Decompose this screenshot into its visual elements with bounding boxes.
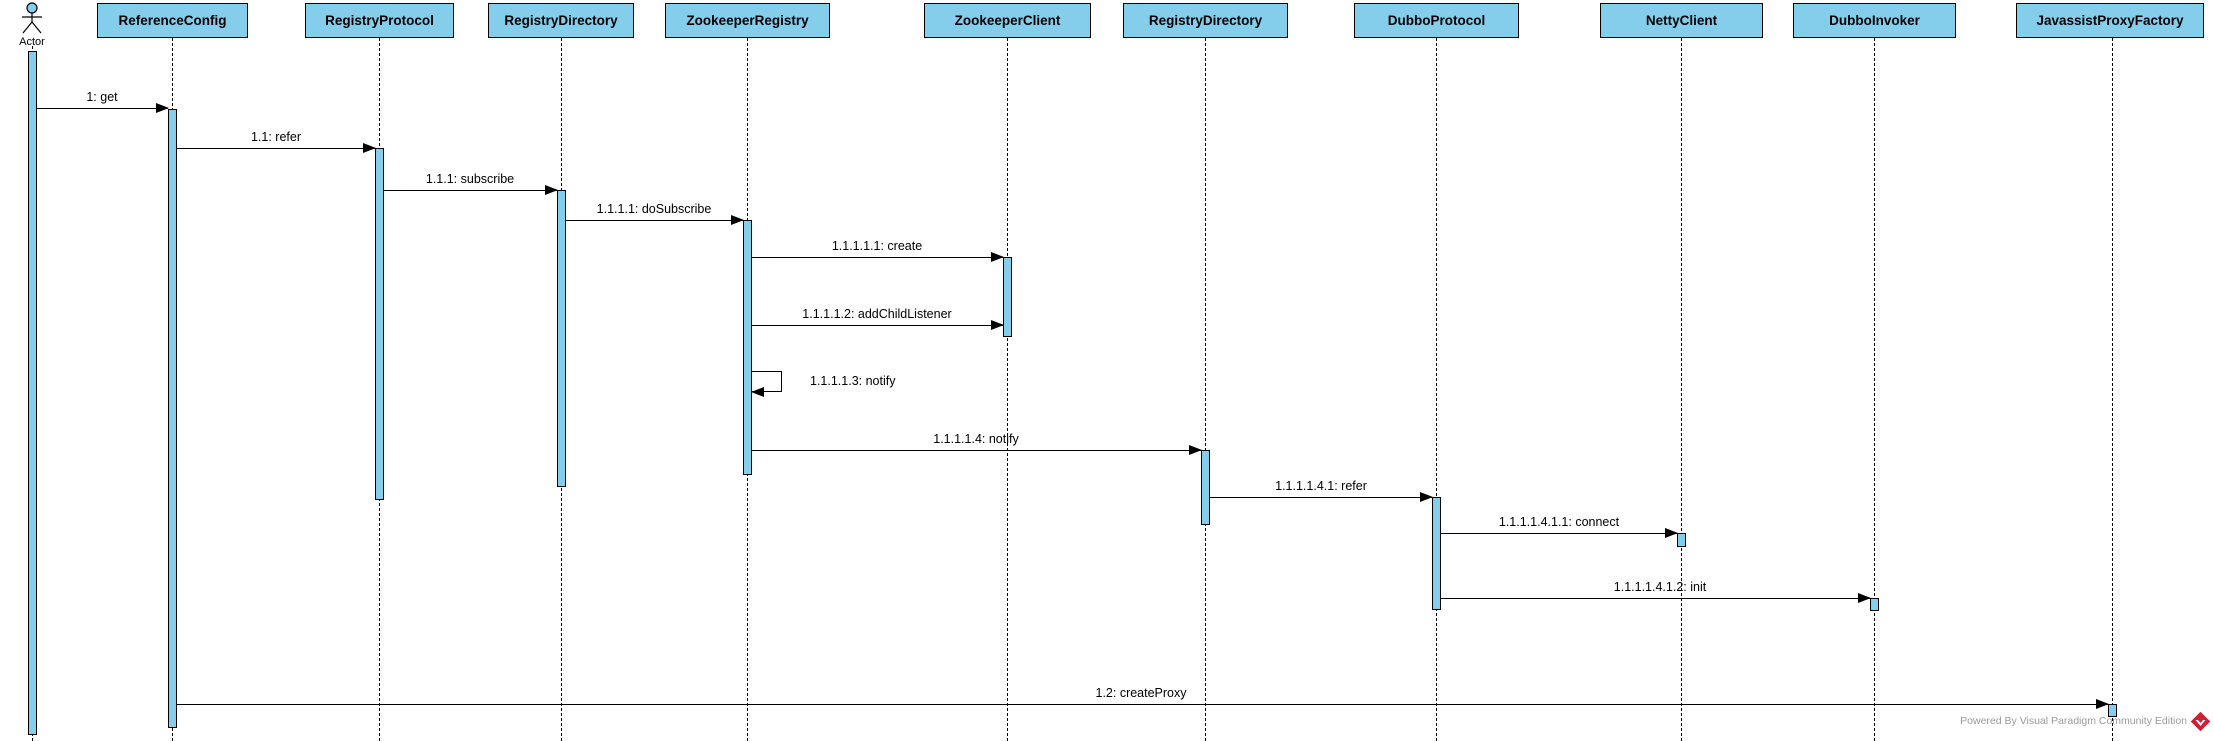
participant-registryprotocol[interactable]: RegistryProtocol: [305, 3, 454, 38]
activation-referenceconfig[interactable]: [167, 109, 177, 728]
message-label-refer-2[interactable]: 1.1.1.1.4.1: refer: [1275, 479, 1367, 493]
message-line-addchildlistener[interactable]: [752, 320, 1004, 330]
participant-label: ZookeeperRegistry: [686, 13, 809, 28]
message-line-notify[interactable]: [752, 445, 1202, 455]
activation-registryprotocol[interactable]: [374, 148, 384, 500]
visual-paradigm-logo-icon[interactable]: [2190, 711, 2211, 732]
participant-label: RegistryDirectory: [1148, 13, 1263, 28]
message-label-init[interactable]: 1.1.1.1.4.1.2: init: [1613, 580, 1707, 594]
activation-dubboinvoker[interactable]: [1869, 598, 1879, 611]
activation-registrydirectory-2[interactable]: [1200, 450, 1210, 525]
message-line-get[interactable]: [37, 103, 169, 113]
participant-label: DubboInvoker: [1829, 13, 1920, 28]
activation-zookeeperregistry[interactable]: [742, 220, 752, 475]
message-label-notify[interactable]: 1.1.1.1.4: notify: [933, 432, 1019, 446]
lifeline-javassistproxyfactory[interactable]: [2112, 38, 2113, 741]
participant-label: ZookeeperClient: [954, 13, 1061, 28]
message-label-subscribe[interactable]: 1.1.1: subscribe: [425, 172, 515, 186]
participant-label: NettyClient: [1645, 13, 1718, 28]
participant-label: JavassistProxyFactory: [2036, 13, 2184, 28]
message-label-createproxy[interactable]: 1.2: createProxy: [1095, 686, 1187, 700]
participant-label: DubboProtocol: [1387, 13, 1486, 28]
lifeline-nettyclient[interactable]: [1681, 38, 1682, 741]
activation-actor[interactable]: [27, 51, 37, 735]
watermark-text: Powered By Visual Paradigm Community Edi…: [1960, 715, 2187, 727]
participant-referenceconfig[interactable]: ReferenceConfig: [97, 3, 248, 38]
participant-dubboprotocol[interactable]: DubboProtocol: [1354, 3, 1519, 38]
message-label-dosubscribe[interactable]: 1.1.1.1: doSubscribe: [596, 202, 712, 216]
lifeline-dubboprotocol[interactable]: [1436, 38, 1437, 741]
activation-javassistproxyfactory[interactable]: [2107, 704, 2117, 717]
message-line-notify-self[interactable]: [751, 371, 782, 397]
lifeline-registrydirectory-2[interactable]: [1205, 38, 1206, 741]
participant-zookeeperclient[interactable]: ZookeeperClient: [924, 3, 1091, 38]
message-label-create[interactable]: 1.1.1.1.1: create: [831, 239, 923, 253]
message-line-dosubscribe[interactable]: [566, 215, 744, 225]
message-line-create[interactable]: [752, 252, 1004, 262]
lifeline-zookeeperclient[interactable]: [1007, 38, 1008, 741]
message-label-get[interactable]: 1: get: [86, 90, 118, 104]
activation-dubboprotocol[interactable]: [1431, 497, 1441, 610]
message-label-notify-self[interactable]: 1.1.1.1.3: notify: [810, 374, 896, 388]
activation-zookeeperclient[interactable]: [1002, 257, 1012, 337]
message-line-connect[interactable]: [1441, 528, 1678, 538]
activation-registrydirectory[interactable]: [556, 190, 566, 487]
participant-javassistproxyfactory[interactable]: JavassistProxyFactory: [2016, 3, 2204, 38]
actor-name-label: Actor: [19, 36, 45, 48]
participant-label: RegistryProtocol: [325, 13, 434, 28]
activation-nettyclient[interactable]: [1676, 533, 1686, 547]
actor-figure[interactable]: [18, 1, 46, 36]
message-line-init[interactable]: [1441, 593, 1871, 603]
message-label-refer[interactable]: 1.1: refer: [250, 130, 302, 144]
participant-label: ReferenceConfig: [118, 13, 227, 28]
participant-registrydirectory[interactable]: RegistryDirectory: [488, 3, 634, 38]
participant-dubboinvoker[interactable]: DubboInvoker: [1793, 3, 1956, 38]
message-line-createproxy[interactable]: [177, 699, 2109, 709]
message-line-refer-2[interactable]: [1210, 492, 1433, 502]
message-label-connect[interactable]: 1.1.1.1.4.1.1: connect: [1498, 515, 1620, 529]
message-line-refer[interactable]: [177, 143, 376, 153]
message-line-subscribe[interactable]: [384, 185, 558, 195]
participant-label: RegistryDirectory: [504, 13, 618, 28]
message-label-addchildlistener[interactable]: 1.1.1.1.2: addChildListener: [802, 307, 952, 321]
participant-registrydirectory-2[interactable]: RegistryDirectory: [1123, 3, 1288, 38]
participant-nettyclient[interactable]: NettyClient: [1600, 3, 1763, 38]
lifeline-dubboinvoker[interactable]: [1874, 38, 1875, 741]
participant-zookeeperregistry[interactable]: ZookeeperRegistry: [665, 3, 830, 38]
